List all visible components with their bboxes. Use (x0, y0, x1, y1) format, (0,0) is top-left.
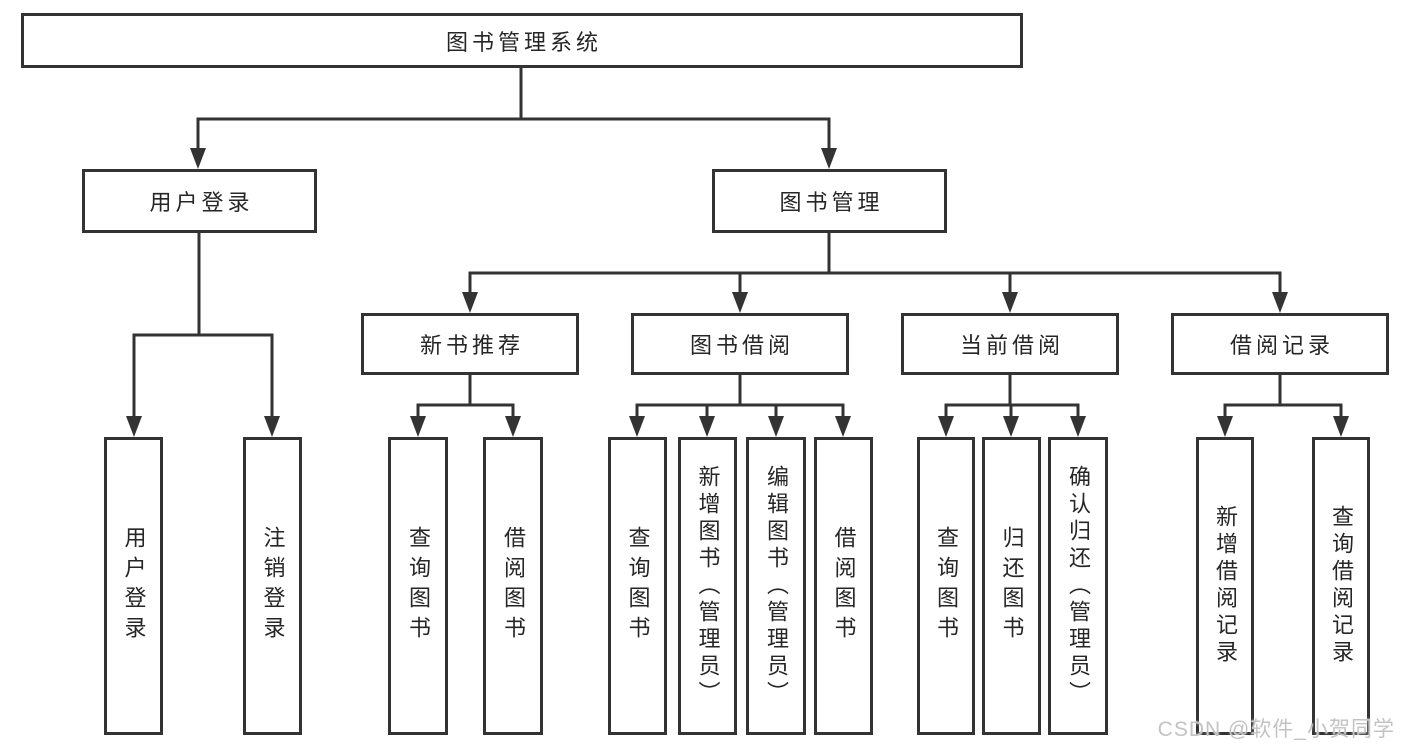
node-user-login: 用户登录 (82, 169, 317, 233)
node-borrowing-records: 借阅记录 (1171, 313, 1389, 375)
leaf-logout-login: 注销登录 (243, 437, 302, 735)
leaf-confirm-return-admin: 确认归还（管理员） (1048, 437, 1108, 735)
leaf-label: 编辑图书（管理员） (764, 464, 789, 708)
leaf-label: 确认归还（管理员） (1066, 464, 1091, 708)
leaf-label: 借阅图书 (831, 526, 857, 646)
node-book-borrowing: 图书借阅 (631, 313, 849, 375)
leaf-user-login: 用户登录 (104, 437, 163, 735)
leaf-query-books: 查询图书 (388, 437, 448, 735)
leaf-add-borrow-record: 新增借阅记录 (1196, 437, 1254, 735)
leaf-label: 借阅图书 (501, 526, 526, 646)
leaf-return-books: 归还图书 (982, 437, 1041, 735)
node-new-book-recommendation: 新书推荐 (361, 313, 579, 375)
leaf-query-borrow-record: 查询借阅记录 (1312, 437, 1370, 735)
node-book-management: 图书管理 (712, 169, 947, 233)
leaf-borrow-books: 借阅图书 (483, 437, 543, 735)
leaf-label: 新增图书（管理员） (695, 464, 721, 708)
leaf-label: 用户登录 (121, 526, 147, 646)
leaf-edit-books-admin: 编辑图书（管理员） (746, 437, 806, 735)
leaf-label: 查询图书 (625, 526, 651, 646)
leaf-query-books-3: 查询图书 (917, 437, 975, 735)
arrowhead-icons (126, 148, 1349, 437)
leaf-query-books-2: 查询图书 (608, 437, 667, 735)
watermark-text: CSDN @软件_小贺同学 (1157, 718, 1395, 741)
node-library-management-system: 图书管理系统 (21, 13, 1023, 68)
leaf-add-books-admin: 新增图书（管理员） (678, 437, 737, 735)
node-current-borrowing: 当前借阅 (901, 313, 1119, 375)
leaf-label: 查询借阅记录 (1329, 505, 1354, 667)
leaf-label: 新增借阅记录 (1213, 505, 1238, 667)
leaf-label: 注销登录 (260, 526, 286, 646)
leaf-label: 查询图书 (406, 526, 431, 646)
leaf-borrow-books-2: 借阅图书 (814, 437, 873, 735)
leaf-label: 归还图书 (999, 526, 1025, 646)
leaf-label: 查询图书 (934, 526, 959, 646)
